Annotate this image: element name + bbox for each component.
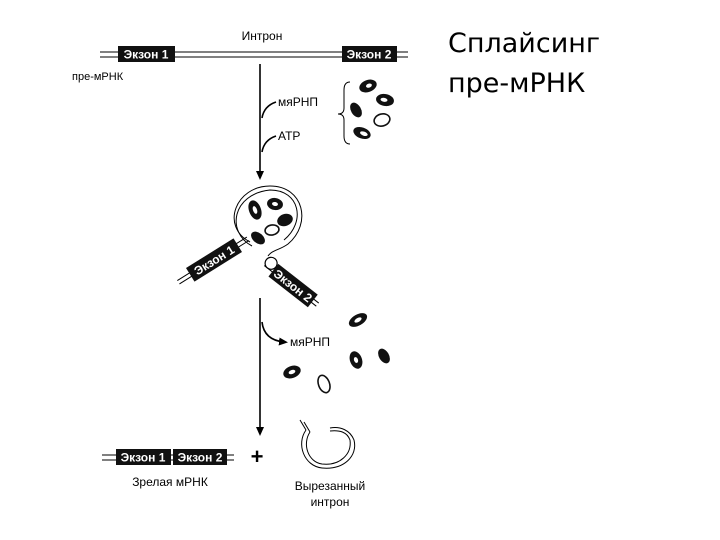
snrnp-particle [376,93,394,107]
slide-title: Сплайсинг пре-мРНК [448,24,600,104]
atp-label: АТР [278,129,300,143]
mature-exon-2-label: Экзон 2 [178,451,223,465]
intron-label: Интрон [242,29,283,43]
mature-exon-1-box: Экзон 1 [116,449,171,465]
lariat-exon-2: Экзон 2 [263,256,320,308]
slide-title-line-2: пре-мРНК [448,68,586,99]
exon-2-box: Экзон 2 [342,46,397,62]
snrnp-particle [283,365,301,379]
exon-1-label: Экзон 1 [124,48,169,62]
lariat-exon-2-label: Экзон 2 [271,267,315,306]
spliceosome-particle [264,224,280,236]
spliceosome-particle [277,213,293,227]
snrnp-particle [378,348,390,364]
mature-exon-2-box: Экзон 2 [173,449,227,465]
arrow-to-spliceosome [256,64,277,180]
snrnp-particle [350,102,362,118]
snrnp-particle [353,126,371,140]
spliceosome-lariat [233,185,303,257]
snrnp-particle [317,374,331,394]
lariat-exon-1: Экзон 1 [177,236,250,285]
slide-title-line-1: Сплайсинг [448,28,601,59]
excised-intron-lariat [299,419,356,469]
arrow-to-products [256,298,288,436]
spliceosome-particle [248,200,262,220]
excised-intron-label-line-1: Вырезанный [295,479,365,493]
spliceosome-particle [267,197,283,211]
snrnp-particle [348,313,368,327]
snrnp-particle [373,113,391,127]
exon-1-box: Экзон 1 [118,46,175,62]
plus-sign: + [251,444,264,469]
snrnp-input-label: мяРНП [278,95,318,109]
snrnp-output-label: мяРНП [290,335,330,349]
mature-mrna-label: Зрелая мРНК [132,475,208,489]
excised-intron-label-line-2: интрон [311,495,350,509]
snrnp-particle [359,79,377,93]
snrnp-particles-input [350,79,394,140]
snrnp-particles-released [283,313,390,394]
exon-2-label: Экзон 2 [347,48,392,62]
mature-exon-1-label: Экзон 1 [121,451,166,465]
pre-mrna-label: пре-мРНК [72,71,124,83]
spliceosome-particle [251,231,265,245]
snrnp-particle [349,351,363,369]
snrnp-brace [337,81,351,145]
